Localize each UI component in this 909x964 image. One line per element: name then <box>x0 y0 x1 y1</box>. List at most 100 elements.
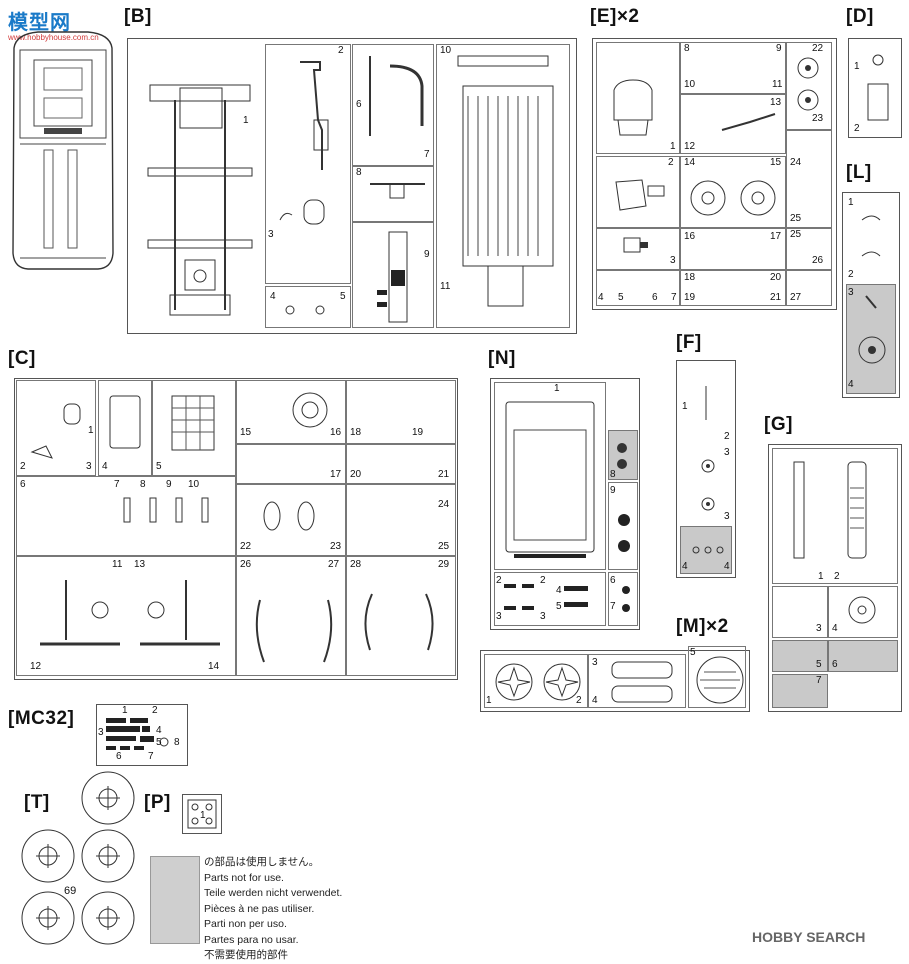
part-number-mc32-5: 5 <box>156 737 162 748</box>
part-number-g-4: 4 <box>832 623 838 634</box>
part-e-22-23-drawing <box>797 57 819 111</box>
part-b-6-7-drawing <box>369 56 424 136</box>
part-number-e-19: 19 <box>684 292 696 303</box>
sprue-n-unused-6 <box>608 430 638 480</box>
part-number-d-2: 2 <box>854 123 860 134</box>
sprue-c-cell-4 <box>98 380 152 476</box>
sprue-e-cell-27 <box>786 270 832 306</box>
window-glass-drawing <box>505 401 595 558</box>
part-number-c-10: 10 <box>188 479 200 490</box>
part-number-g-2: 2 <box>834 571 840 582</box>
sprue-m-cell-5 <box>688 646 746 708</box>
part-number-e-24: 24 <box>790 157 802 168</box>
part-number-c-26: 26 <box>240 559 252 570</box>
part-c-28-29-drawing <box>364 593 434 651</box>
part-number-g-1: 1 <box>818 571 824 582</box>
part-number-e-7: 7 <box>671 292 677 303</box>
group-label-l: [L] <box>846 162 872 183</box>
sprue-b-cell-8 <box>352 166 434 222</box>
part-number-c-8: 8 <box>140 479 146 490</box>
group-label-e: [E]×2 <box>590 6 640 27</box>
part-number-c-7: 7 <box>114 479 120 490</box>
part-number-e-5: 5 <box>618 292 624 303</box>
group-label-p: [P] <box>144 792 171 813</box>
part-m-3-4-drawing <box>611 661 673 703</box>
legend-line-es: Partes para no usar. <box>204 933 299 946</box>
part-m-1-2-drawing <box>495 663 581 701</box>
sprue-e-cell-25-26 <box>786 228 832 270</box>
sprue-b-cell-floor <box>436 44 570 328</box>
part-number-e-25a: 25 <box>790 213 802 224</box>
part-number-b-10: 10 <box>440 45 452 56</box>
part-number-c-21: 21 <box>438 469 450 480</box>
part-number-n-8: 6 <box>610 575 616 586</box>
group-label-t: [T] <box>24 792 50 813</box>
part-number-e-13: 13 <box>770 97 782 108</box>
sprue-c-cell-26-27 <box>236 556 346 676</box>
part-number-b-9: 9 <box>424 249 430 260</box>
legend-line-fr: Pièces à ne pas utiliser. <box>204 902 315 915</box>
part-number-mc32-6: 6 <box>116 751 122 762</box>
part-number-c-25: 25 <box>438 541 450 552</box>
part-number-n-3b: 3 <box>540 611 546 622</box>
part-number-e-10: 10 <box>684 79 696 90</box>
sprue-e-cell-3 <box>596 228 680 270</box>
sprue-g-unused-7 <box>772 674 828 708</box>
part-number-f-3b: 3 <box>724 511 730 522</box>
sprue-e-cell-12-13 <box>680 94 786 154</box>
part-number-e-11: 11 <box>772 79 783 90</box>
group-label-f: [F] <box>676 332 702 353</box>
sprue-e-cell-2 <box>596 156 680 228</box>
sprue-c-cell-28-29 <box>346 556 456 676</box>
part-c-5-drawing <box>171 395 215 451</box>
part-number-e-4: 4 <box>598 292 604 303</box>
part-number-c-6: 6 <box>20 479 26 490</box>
sprue-g-unused-6 <box>828 640 898 672</box>
sprue-c-cell-15-16 <box>236 380 346 444</box>
part-f-drawing <box>692 386 724 554</box>
sprue-c-cell-24-25 <box>346 484 456 556</box>
part-p-drawing <box>187 799 217 829</box>
part-number-g-7: 7 <box>816 675 822 686</box>
sprue-frame-e <box>592 38 837 310</box>
part-n-2-5-drawing <box>504 584 588 610</box>
part-number-c-19: 19 <box>412 427 424 438</box>
part-number-n-4: 4 <box>556 585 562 596</box>
part-number-m-5: 5 <box>690 647 696 658</box>
part-number-e-22: 22 <box>812 43 824 54</box>
group-label-d: [D] <box>846 6 874 27</box>
part-number-c-16: 16 <box>330 427 342 438</box>
part-number-c-20: 20 <box>350 469 362 480</box>
part-number-f-3a: 3 <box>724 447 730 458</box>
part-number-c-14: 14 <box>208 661 220 672</box>
part-number-e-20: 20 <box>770 272 782 283</box>
part-number-e-8: 8 <box>684 43 690 54</box>
watermark-top-url: www.hobbyhouse.com.cn <box>8 33 99 42</box>
part-number-b-4: 4 <box>270 291 276 302</box>
watermark-bottom-logo: HOBBY SEARCH <box>752 929 866 945</box>
tires-drawing <box>21 771 135 945</box>
floor-pan-drawing <box>457 55 554 307</box>
sprue-b-cell-exhaust <box>265 44 351 284</box>
part-number-f-2: 2 <box>724 431 730 442</box>
part-number-e-12: 12 <box>684 141 696 152</box>
sprue-frame-p <box>182 794 222 834</box>
sprue-e-cell-8-11 <box>680 42 786 94</box>
part-number-g-6: 6 <box>832 659 838 670</box>
watermark-top-logo: 模型网 www.hobbyhouse.com.cn <box>8 6 99 42</box>
part-number-c-11: 11 <box>112 559 123 570</box>
part-e-2-drawing <box>615 179 665 211</box>
part-number-c-17: 17 <box>330 469 342 480</box>
part-number-e-26: 26 <box>812 255 824 266</box>
part-number-b-3: 3 <box>268 229 274 240</box>
part-e-13-drawing <box>721 113 776 131</box>
sprue-c-cell-11-14 <box>16 556 236 676</box>
part-number-e-2: 2 <box>668 157 674 168</box>
part-number-c-3: 3 <box>86 461 92 472</box>
sprue-e-cell-22-23 <box>786 42 832 130</box>
part-number-e-17: 17 <box>770 231 782 242</box>
body-shell-drawing <box>12 31 114 270</box>
part-number-e-27: 27 <box>790 292 802 303</box>
sprue-g-cell-4 <box>828 586 898 638</box>
part-number-c-28: 28 <box>350 559 362 570</box>
